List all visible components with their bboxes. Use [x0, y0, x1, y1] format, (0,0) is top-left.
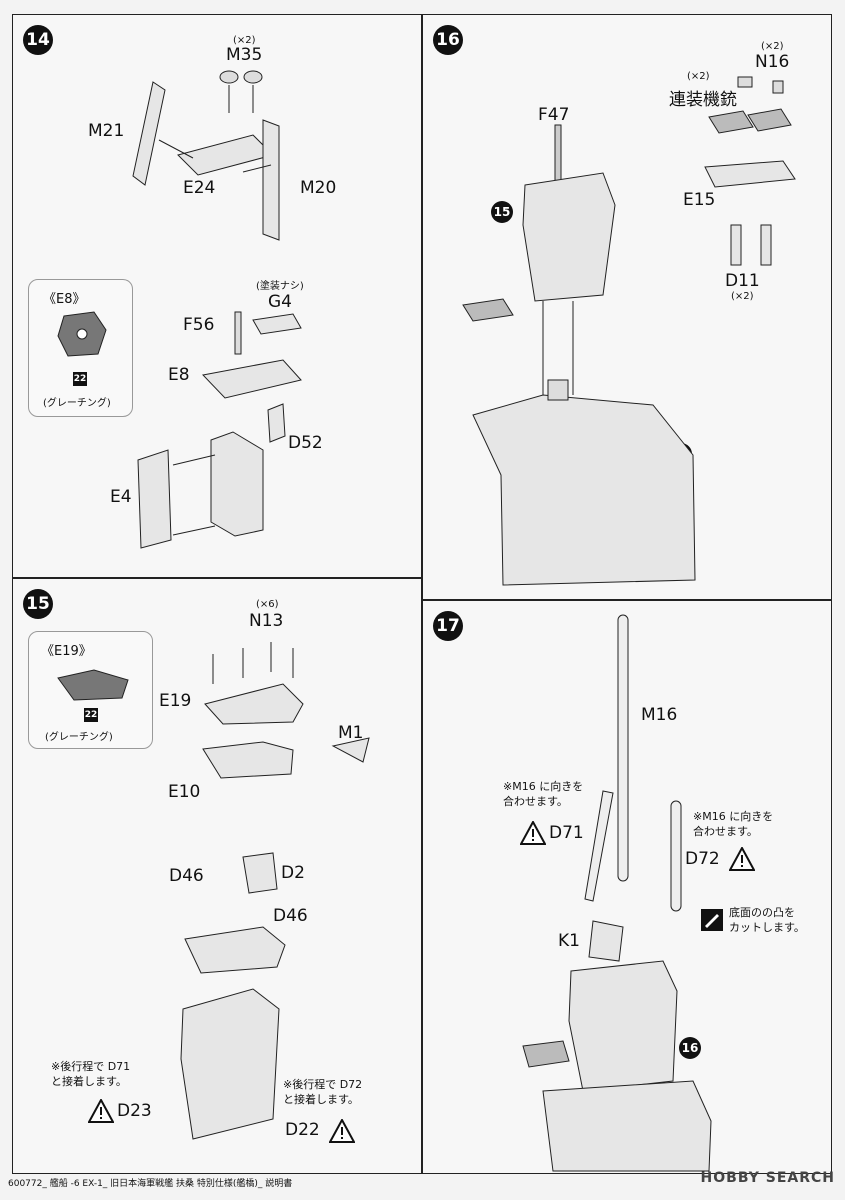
completed-bridge-illustration [522, 920, 712, 1172]
e8-grating-icon [57, 311, 107, 357]
part-label-e10: E10 [168, 782, 201, 802]
warning-icon [329, 1119, 355, 1143]
g4-paint-note: (塗装ナシ) [256, 281, 304, 292]
part-label-d22: D22 [285, 1120, 320, 1140]
cut-knife-icon [701, 909, 723, 931]
tower-e8-assembly-illustration [137, 311, 302, 549]
lower-tower-assembly-illustration [180, 852, 286, 1140]
part-label-f56: F56 [183, 315, 215, 335]
note-line-1: 底面のの凸を [729, 906, 795, 919]
part-label-e19: E19 [159, 691, 192, 711]
grating-part-badge: 22 [84, 708, 98, 722]
side-poles-illustration [584, 790, 682, 912]
callout-title: 《E19》 [41, 644, 92, 659]
platform-assembly-illustration [132, 81, 280, 241]
mast-pole-illustration [617, 614, 629, 882]
part-label-e8: E8 [168, 365, 190, 385]
bridge-tower-illustration [462, 124, 696, 586]
part-label-d46-left: D46 [169, 866, 204, 886]
note-line-2: と接着します。 [283, 1093, 359, 1106]
document-footer: 600772_ 艦船 -6 EX-1_ 旧日本海軍戦艦 扶桑 特別仕様(艦橋)_… [8, 1179, 293, 1189]
part-label-e4: E4 [110, 487, 132, 507]
note-line-1: ※後行程で D71 [51, 1060, 131, 1073]
n13-quantity: (×6) [256, 599, 279, 610]
callout-title: 《E8》 [43, 292, 86, 307]
n16-quantity: (×2) [761, 41, 784, 52]
part-label-twin-mg: 連装機銃 [669, 90, 737, 110]
part-label-n13: N13 [249, 611, 284, 631]
step-15-panel: 15 《E19》 22 (グレーチング) (×6) N13 E19 M1 E10… [12, 578, 422, 1174]
right-attach-note: ※後行程で D72 と接着します。 [283, 1077, 362, 1107]
m35-pair-illustration [219, 70, 263, 113]
part-label-d2: D2 [281, 863, 305, 883]
left-attach-note: ※後行程で D71 と接着します。 [51, 1059, 130, 1089]
watermark: HOBBY SEARCH [700, 1170, 835, 1186]
part-label-k1: K1 [558, 931, 580, 951]
e19-grating-icon [57, 669, 129, 701]
mg-platform-illustration [704, 76, 796, 266]
warning-icon [729, 847, 755, 871]
part-label-m1: M1 [338, 723, 364, 743]
note-line-1: ※M16 に向きを [693, 810, 774, 823]
part-label-f47: F47 [538, 105, 570, 125]
part-label-d11: D11 [725, 271, 760, 291]
note-line-2: 合わせます。 [693, 825, 758, 838]
part-label-d46-right: D46 [273, 906, 308, 926]
note-line-2: 合わせます。 [503, 795, 568, 808]
ref-step-15-badge: 15 [491, 201, 513, 223]
warning-icon [520, 821, 546, 845]
e19-e10-assembly-illustration [202, 642, 370, 779]
part-label-d72: D72 [685, 849, 720, 869]
part-label-d71: D71 [549, 823, 584, 843]
step-number-badge: 14 [23, 25, 53, 55]
part-label-n16: N16 [755, 52, 790, 72]
d11-quantity: (×2) [731, 291, 754, 302]
step-17-panel: 17 M16 ※M16 に向きを 合わせます。 D71 ※M16 に向きを 合わ… [422, 600, 832, 1174]
part-label-e24: E24 [183, 178, 216, 198]
part-label-m35: M35 [226, 45, 263, 65]
step-number-badge: 17 [433, 611, 463, 641]
step-14-panel: 14 (×2) M35 M21 E24 M20 《E8》 22 (グレーチング)… [12, 14, 422, 578]
e19-grating-callout: 《E19》 22 (グレーチング) [28, 631, 153, 749]
note-line-2: カットします。 [729, 921, 805, 934]
part-label-m20: M20 [300, 178, 337, 198]
part-label-d23: D23 [117, 1101, 152, 1121]
e8-grating-callout: 《E8》 22 (グレーチング) [28, 279, 133, 417]
part-label-m21: M21 [88, 121, 125, 141]
step-number-badge: 16 [433, 25, 463, 55]
callout-note: (グレーチング) [43, 398, 111, 409]
note-line-2: と接着します。 [51, 1075, 127, 1088]
part-label-d52: D52 [288, 433, 323, 453]
cut-instruction-note: 底面のの凸を カットします。 [729, 905, 805, 935]
part-label-e15: E15 [683, 190, 716, 210]
ref-step-16-badge: 16 [679, 1037, 701, 1059]
part-label-m16: M16 [641, 705, 678, 725]
twin-mg-quantity: (×2) [687, 71, 710, 82]
step-number-badge: 15 [23, 589, 53, 619]
callout-note: (グレーチング) [45, 732, 113, 743]
step-16-panel: 16 (×2) N16 (×2) 連装機銃 E15 D11 (×2) F47 1… [422, 14, 832, 600]
d71-orientation-note: ※M16 に向きを 合わせます。 [503, 779, 583, 809]
note-line-1: ※M16 に向きを [503, 780, 584, 793]
d72-orientation-note: ※M16 に向きを 合わせます。 [693, 809, 773, 839]
warning-icon [88, 1099, 114, 1123]
grating-part-badge: 22 [73, 372, 87, 386]
note-line-1: ※後行程で D72 [283, 1078, 363, 1091]
part-label-g4: G4 [268, 292, 292, 312]
m35-quantity: (×2) [233, 35, 256, 46]
